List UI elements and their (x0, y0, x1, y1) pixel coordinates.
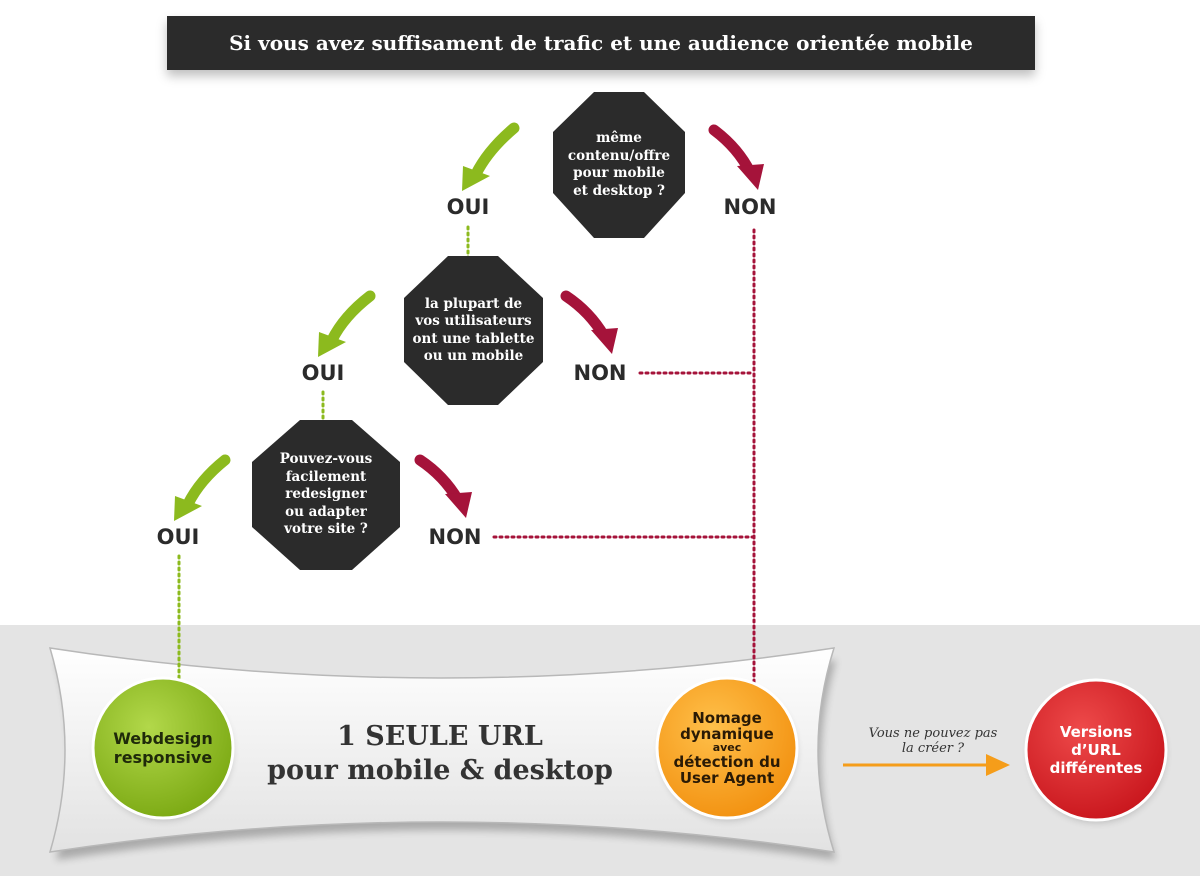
cannot-create-note: Vous ne pouvez pas la créer ? (848, 726, 1018, 756)
note-line-2: la créer ? (901, 741, 965, 756)
responsive-circle (91, 676, 235, 820)
green-arrow-1 (470, 122, 520, 180)
green-arrow-3 (182, 454, 231, 510)
separate-line-2: d’URL (1071, 741, 1121, 759)
green-arrow-2 (326, 290, 376, 346)
banner-line-2: pour mobile & desktop (267, 755, 613, 786)
red-arrowhead-1 (737, 164, 764, 190)
answer-no-2: NON (573, 361, 627, 385)
dynamic-line-1: Nomage (692, 709, 762, 727)
url-banner-shape (48, 647, 836, 853)
dynamic-circle (655, 676, 799, 820)
green-arrowhead-3 (174, 496, 202, 521)
answer-no-3: NON (428, 525, 482, 549)
question-octagon-2 (404, 256, 543, 405)
single-url-banner-text: 1 SEULE URL pour mobile & desktop (250, 720, 630, 788)
green-arrowhead-1 (462, 166, 490, 191)
separate-urls-circle (1024, 678, 1168, 822)
question-octagon-3 (252, 420, 400, 570)
answer-yes-3: OUI (156, 525, 200, 549)
question-1-text: même contenu/offre pour mobile et deskto… (567, 130, 671, 199)
responsive-line-2: responsive (113, 748, 213, 767)
green-arrowhead-2 (318, 332, 346, 357)
red-arrowhead-2 (591, 328, 618, 354)
question-3-text: Pouvez-vous facilement redesigner ou ada… (279, 451, 373, 538)
dynamic-line-4: détection du (673, 753, 781, 771)
banner-line-1: 1 SEULE URL (337, 721, 543, 752)
page-title: Si vous avez suffisament de trafic et un… (167, 16, 1035, 70)
question-2-text: la plupart de vos utilisateurs ont une t… (412, 295, 535, 365)
answer-yes-1: OUI (446, 195, 490, 219)
dynamic-line-5: User Agent (679, 769, 775, 787)
note-line-1: Vous ne pouvez pas (868, 726, 998, 741)
dynamic-line-3: avec (712, 741, 742, 754)
answer-no-1: NON (723, 195, 777, 219)
orange-arrowhead (986, 754, 1010, 776)
red-arrowhead-3 (445, 492, 472, 518)
dynamic-line-2: dynamique (680, 725, 774, 743)
responsive-line-1: Webdesign (113, 729, 213, 748)
answer-yes-2: OUI (301, 361, 345, 385)
separate-urls-label: Versions d’URL différentes (1026, 680, 1166, 820)
separate-line-3: différentes (1049, 759, 1143, 777)
responsive-label: Webdesign responsive (93, 678, 233, 818)
separate-line-1: Versions (1059, 723, 1133, 741)
question-octagon-1 (553, 92, 685, 238)
dynamic-label: Nomage dynamique avec détection du User … (657, 678, 797, 818)
